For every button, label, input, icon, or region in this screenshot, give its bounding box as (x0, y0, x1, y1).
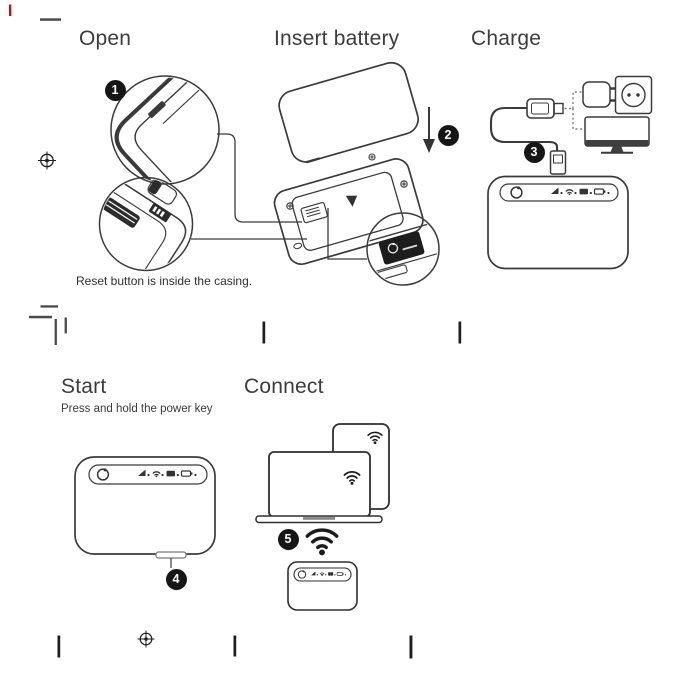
fold-mark (262, 321, 266, 344)
step-2-badge: 2 (437, 124, 459, 146)
grip-ridges (102, 197, 140, 228)
wifi-icon (305, 528, 339, 558)
dotted-connectors (564, 91, 584, 130)
connect-illustration (255, 423, 390, 611)
screws (286, 153, 408, 247)
power-key (155, 551, 187, 559)
open-title: Open (79, 27, 132, 50)
step-4-badge: 4 (165, 568, 187, 590)
usb-plug-device-end (549, 150, 567, 175)
vodafone-speechmark-icon (510, 185, 523, 199)
router-front (487, 175, 629, 270)
sim-slot (300, 201, 328, 224)
registration-mark-icon (137, 630, 155, 648)
magnifier-circle-corner (110, 75, 220, 185)
start-subtitle: Press and hold the power key (61, 403, 213, 415)
step-1-badge: 1 (104, 79, 126, 101)
red-trim-mark (9, 4, 12, 16)
insert-battery-illustration (273, 61, 440, 286)
sim-card-icon (378, 231, 425, 265)
indicator-icons (550, 186, 611, 196)
fold-mark (57, 635, 61, 658)
power-adapter-icon (582, 81, 611, 108)
print-marks (9, 4, 462, 659)
router-front (74, 456, 216, 555)
open-illustration (98, 75, 307, 272)
wall-socket-icon (614, 75, 653, 115)
reset-button-icon (148, 202, 172, 223)
trim-mark (54, 319, 57, 345)
charge-title: Charge (471, 27, 542, 50)
step-3-badge: 3 (523, 141, 545, 163)
device-body-open (273, 158, 424, 266)
trim-mark (29, 315, 52, 319)
monitor-icon (584, 116, 650, 154)
start-title: Start (61, 375, 107, 398)
magnifier-circle-reset (98, 176, 194, 272)
charge-illustration (487, 75, 653, 270)
indicator-icons (137, 468, 198, 478)
latch-hole (293, 242, 303, 250)
magnifier-circle-sim (366, 212, 440, 286)
fold-mark (458, 321, 462, 344)
trim-mark (40, 18, 61, 21)
vodafone-speechmark-icon (96, 467, 110, 481)
battery-cover (278, 61, 419, 164)
insert-battery-title: Insert battery (274, 27, 400, 50)
trim-mark (40, 305, 58, 308)
trim-mark (64, 317, 67, 334)
reset-caption: Reset button is inside the casing. (76, 274, 253, 288)
fold-mark (233, 635, 237, 657)
mobile-router-icon (287, 561, 358, 611)
laptop-icon (268, 451, 371, 518)
connect-title: Connect (244, 375, 324, 398)
start-illustration (74, 456, 216, 568)
step-5-badge: 5 (277, 528, 299, 550)
registration-mark-icon (38, 151, 56, 170)
open-notch (148, 101, 166, 118)
fold-mark (409, 635, 413, 659)
